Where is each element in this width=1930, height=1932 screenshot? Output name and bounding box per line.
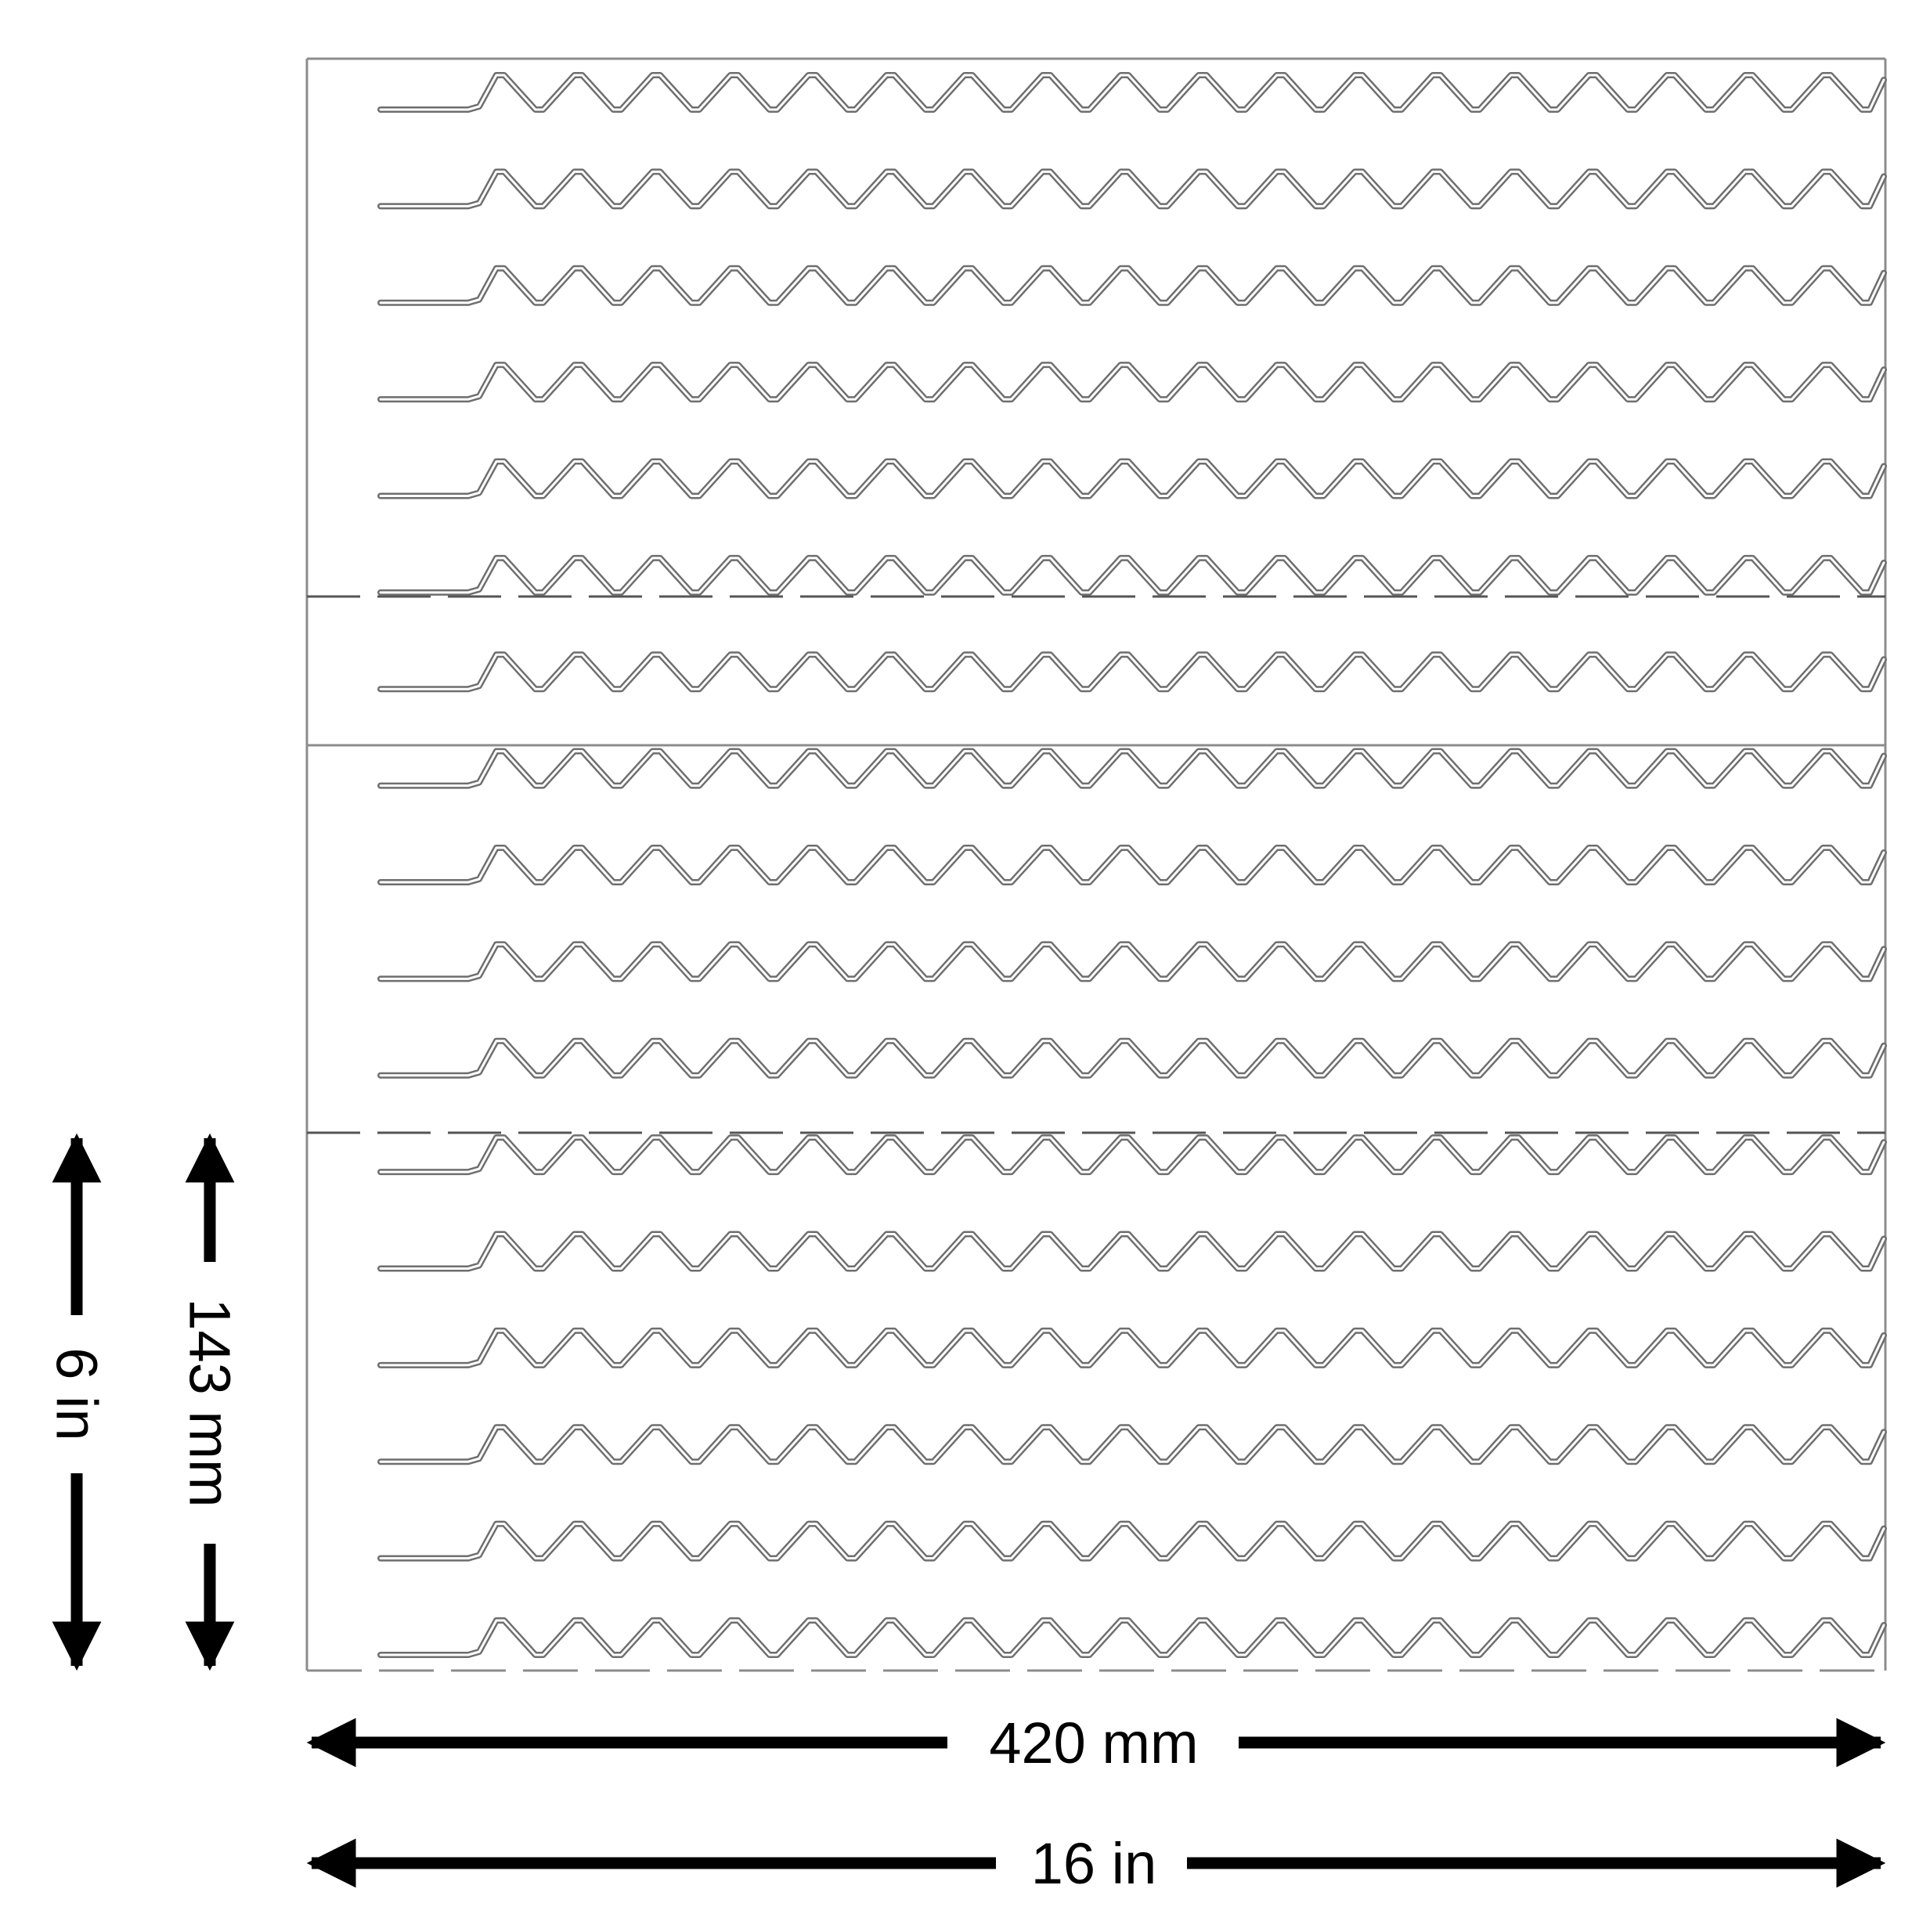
wire-row-6-highlight — [379, 557, 1885, 594]
wire-row-4-highlight — [379, 363, 1885, 401]
panel-outline — [305, 57, 1887, 1672]
height-imperial-label: 6 in — [45, 1347, 110, 1440]
width-dimension-imperial: 16 in — [306, 1831, 1886, 1896]
wire-row-17-highlight — [379, 1619, 1885, 1656]
wire-row-13-highlight — [379, 1233, 1885, 1270]
wire-row-8-highlight — [379, 750, 1885, 788]
wire-row-5-highlight — [379, 460, 1885, 497]
height-dimension-imperial: 6 in — [45, 1133, 110, 1671]
wire-row-2-highlight — [379, 170, 1885, 207]
width-metric-label: 420 mm — [989, 1710, 1198, 1775]
wire-row-16-highlight — [379, 1523, 1885, 1560]
wire-row-11-highlight — [379, 1040, 1885, 1077]
wire-row-10-highlight — [379, 943, 1885, 980]
wire-rows — [377, 72, 1887, 1658]
width-imperial-label: 16 in — [1031, 1831, 1156, 1896]
height-metric-label: 143 mm — [178, 1298, 243, 1507]
wire-row-14-highlight — [379, 1329, 1885, 1367]
wire-row-15-highlight — [379, 1426, 1885, 1463]
wire-row-9-highlight — [379, 846, 1885, 884]
wire-row-12-highlight — [379, 1136, 1885, 1173]
wire-row-7-highlight — [379, 653, 1885, 690]
wire-row-1-highlight — [379, 74, 1885, 111]
wire-row-3-highlight — [379, 267, 1885, 305]
width-dimension-metric: 420 mm — [306, 1710, 1886, 1775]
height-dimension-metric: 143 mm — [178, 1133, 243, 1671]
